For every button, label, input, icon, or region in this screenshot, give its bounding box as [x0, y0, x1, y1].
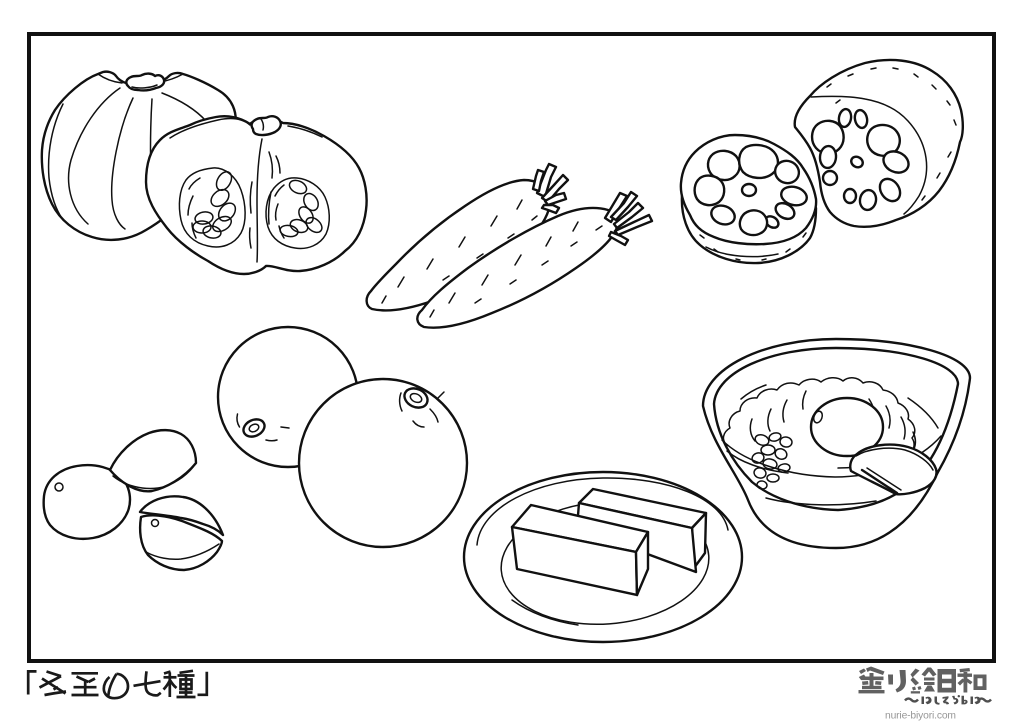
svg-text:nurie-biyori.com: nurie-biyori.com	[885, 711, 956, 722]
